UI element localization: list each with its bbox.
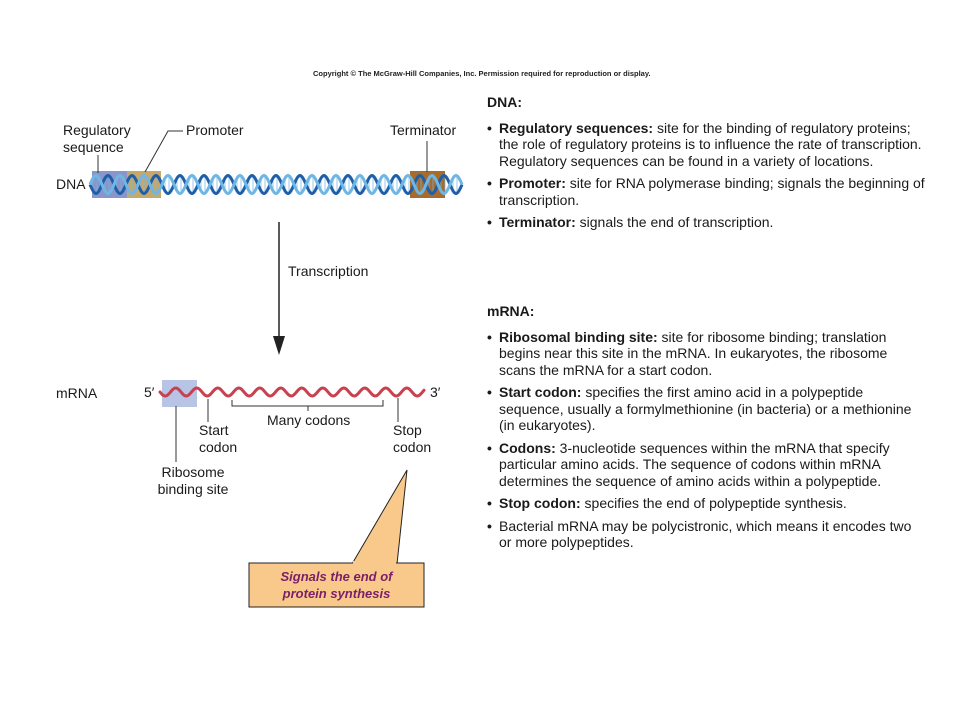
list-item: Stop codon: specifies the end of polypep… xyxy=(487,495,927,512)
stop-codon-label: Stop codon xyxy=(393,422,432,455)
callout-box xyxy=(248,562,425,608)
copyright-notice: Copyright © The McGraw-Hill Companies, I… xyxy=(313,69,651,78)
ribosome-binding-site-label: Ribosome binding site xyxy=(157,464,229,497)
terminator-label: Terminator xyxy=(390,122,457,138)
callout-seam-cover xyxy=(353,561,396,565)
list-item: Bacterial mRNA may be polycistronic, whi… xyxy=(487,518,927,551)
callout-pointer xyxy=(351,469,408,565)
mrna-panel-heading: mRNA: xyxy=(487,303,535,319)
list-item: Codons: 3-nucleotide sequences within th… xyxy=(487,440,927,490)
callout-text: Signals the end of protein synthesis xyxy=(280,569,393,601)
regulatory-sequence-label: Regulatory sequence xyxy=(63,122,131,155)
three-prime-label: 3′ xyxy=(430,384,441,400)
many-codons-label: Many codons xyxy=(267,412,351,428)
dna-strand-a xyxy=(88,173,464,196)
dna-description-panel: DNA: Regulatory sequences: site for the … xyxy=(487,94,927,237)
dna-panel-heading: DNA: xyxy=(487,94,522,110)
start-codon-label: Start codon xyxy=(199,422,238,455)
mrna-label: mRNA xyxy=(56,385,98,401)
list-item: Regulatory sequences: site for the bindi… xyxy=(487,120,927,170)
mrna-description-list: Ribosomal binding site: site for ribosom… xyxy=(487,329,927,551)
list-item: Start codon: specifies the first amino a… xyxy=(487,384,927,434)
list-item: Promoter: site for RNA polymerase bindin… xyxy=(487,175,927,208)
list-item: Terminator: signals the end of transcrip… xyxy=(487,214,927,231)
many-codons-bracket xyxy=(231,400,384,407)
dna-description-list: Regulatory sequences: site for the bindi… xyxy=(487,120,927,231)
transcription-arrow-head xyxy=(273,336,285,355)
dna-double-helix xyxy=(88,173,464,196)
dna-label: DNA xyxy=(56,176,86,192)
transcription-label: Transcription xyxy=(288,263,369,279)
promoter-leader-line xyxy=(144,130,183,173)
mrna-strand xyxy=(158,386,426,398)
dna-strand-b xyxy=(88,173,464,196)
mrna-description-panel: mRNA: Ribosomal binding site: site for r… xyxy=(487,303,927,557)
five-prime-label: 5′ xyxy=(144,384,155,400)
list-item: Ribosomal binding site: site for ribosom… xyxy=(487,329,927,379)
promoter-label: Promoter xyxy=(186,122,244,138)
